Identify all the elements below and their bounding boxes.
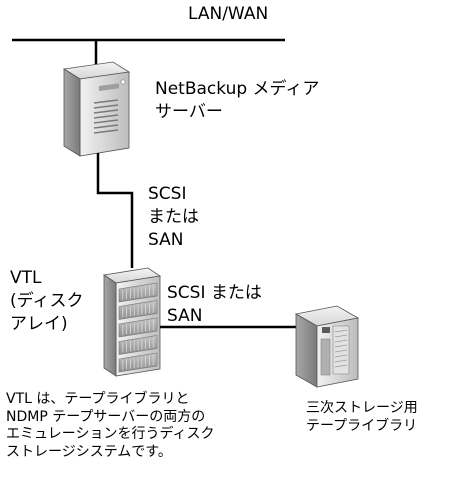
link-server-vtl-label: SCSI または SAN	[148, 183, 199, 252]
link-vtl-library-label-line2: SAN	[167, 306, 203, 326]
vtl-description-line4: ストレージシステムです。	[6, 443, 172, 460]
link-server-vtl-label-line2: または	[148, 207, 199, 227]
tape-library-label-line1: 三次ストレージ用	[306, 400, 418, 416]
link-server-vtl-label-line3: SAN	[148, 230, 184, 250]
vtl-label-line2: (ディスク	[10, 291, 84, 311]
network-label: LAN/WAN	[188, 4, 269, 24]
tape-library-label-line2: テープライブラリ	[306, 417, 418, 434]
vtl-description-line3: エミュレーションを行うディスク	[6, 426, 215, 442]
vtl-description-line1: VTL は、テープライブラリと	[6, 391, 190, 407]
tape-library-label: 三次ストレージ用 テープライブラリ	[306, 400, 418, 435]
link-vtl-library-label: SCSI または SAN	[167, 282, 262, 328]
media-server-label-line2: サーバー	[155, 102, 223, 122]
vtl-label-line1: VTL	[10, 268, 42, 288]
link-vtl-library-label-line1: SCSI または	[167, 283, 262, 303]
server-tower-icon	[62, 61, 131, 157]
media-server-label-line1: NetBackup メディア	[155, 79, 320, 99]
media-server-label: NetBackup メディア サーバー	[155, 78, 319, 124]
vtl-description-line2: NDMP テープサーバーの両方の	[6, 408, 206, 425]
vtl-label: VTL (ディスク アレイ)	[10, 267, 83, 336]
vtl-label-line3: アレイ)	[10, 314, 68, 334]
vtl-description: VTL は、テープライブラリと NDMP テープサーバーの両方の エミュレーショ…	[6, 391, 214, 461]
link-server-vtl-label-line1: SCSI	[148, 184, 187, 204]
disk-array-icon	[102, 267, 162, 377]
link-server-vtl-line	[96, 153, 134, 268]
tape-library-icon	[294, 305, 360, 388]
